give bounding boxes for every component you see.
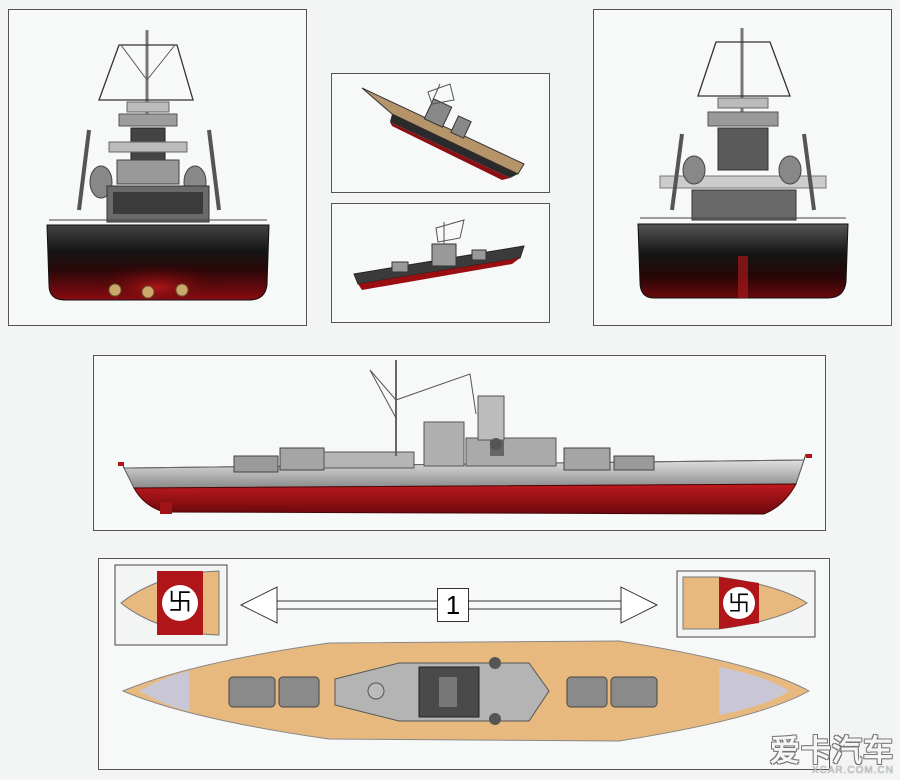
oblique-view-top-drawing [361, 83, 525, 180]
watermark-logo: 爱卡汽车 [770, 735, 894, 768]
deck-plan-drawing [114, 564, 816, 742]
stern-view-drawing [637, 28, 849, 299]
oblique-view-bottom-panel [331, 203, 550, 323]
stern-view-panel [593, 9, 892, 326]
side-profile-panel [93, 355, 826, 531]
oblique-view-bottom-drawing [353, 219, 525, 290]
deck-plan-panel: 卐 卐 [98, 558, 830, 770]
ensign-icon: 卐 [727, 591, 750, 616]
bow-view-panel [8, 9, 307, 326]
side-profile-drawing [118, 360, 812, 515]
ensign-icon: 卐 [168, 589, 192, 616]
oblique-view-top-panel [331, 73, 550, 193]
bow-view-drawing [46, 30, 270, 301]
scale-marker-label: 1 [437, 588, 469, 622]
watermark: 爱卡汽车 XCAR.COM.CN [770, 735, 894, 777]
watermark-url: XCAR.COM.CN [811, 765, 894, 776]
